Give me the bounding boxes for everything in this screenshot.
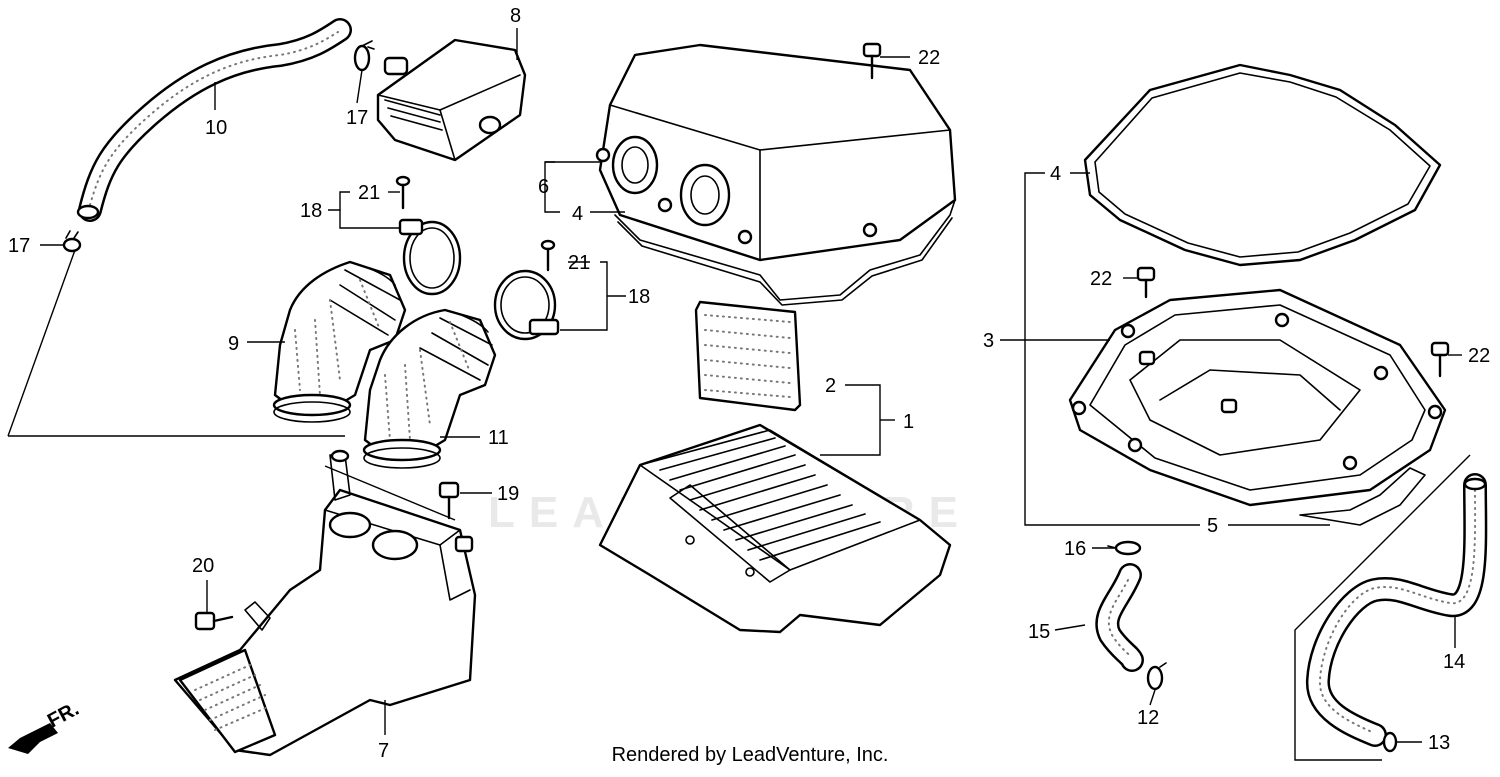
bolt-22-top <box>862 42 882 80</box>
callout-16: 16 <box>1064 538 1086 560</box>
callout-6: 6 <box>538 176 549 198</box>
gasket-5 <box>1299 467 1426 526</box>
callout-22-top: 22 <box>918 47 940 69</box>
callout-15: 15 <box>1028 621 1050 643</box>
callout-19: 19 <box>497 483 519 505</box>
clamp-band-18-left <box>398 218 462 296</box>
filter-element-2 <box>694 300 802 412</box>
resonator-box-8 <box>376 38 527 162</box>
callout-10: 10 <box>205 117 227 139</box>
callout-12: 12 <box>1137 707 1159 729</box>
callout-11: 11 <box>488 427 509 449</box>
bolt-22-mid <box>1136 266 1156 299</box>
screw-21-mid <box>540 239 556 272</box>
callout-21-mid: 21 <box>568 252 590 274</box>
callout-2: 2 <box>825 375 836 397</box>
air-duct-7 <box>173 449 477 757</box>
bolt-20 <box>194 611 234 631</box>
callout-1: 1 <box>903 411 914 433</box>
footer-credit-text: Rendered by LeadVenture, Inc. <box>611 744 889 766</box>
intake-tube-9 <box>272 260 407 423</box>
callout-4-lower: 4 <box>1050 163 1061 185</box>
callout-9: 9 <box>228 333 239 355</box>
callout-20: 20 <box>192 555 214 577</box>
callout-17-left: 17 <box>8 235 30 257</box>
callout-17-top: 17 <box>346 107 368 129</box>
callout-5: 5 <box>1207 515 1218 537</box>
callout-4-upper: 4 <box>572 203 583 225</box>
callout-13: 13 <box>1428 732 1450 754</box>
hose-clip-12 <box>1146 662 1167 691</box>
hose-clip-17-left <box>62 230 82 253</box>
hose-15 <box>1095 563 1144 672</box>
callout-7: 7 <box>378 740 389 762</box>
air-cleaner-case-3 <box>1068 288 1447 507</box>
hose-clip-17-top <box>353 40 375 72</box>
callout-18-right: 18 <box>628 286 650 308</box>
air-filter-element-1 <box>598 423 952 634</box>
hose-clip-13 <box>1382 731 1398 753</box>
air-cleaner-cover-6 <box>595 43 957 262</box>
intake-tube-11 <box>362 308 497 469</box>
callout-22-mid: 22 <box>1090 268 1112 290</box>
callout-14: 14 <box>1443 651 1465 673</box>
callout-3: 3 <box>983 330 994 352</box>
gasket-4-upper <box>614 199 956 301</box>
callout-18-left: 18 <box>300 200 322 222</box>
drain-hose-14 <box>1306 473 1488 747</box>
leader-lines <box>7 28 1471 761</box>
callout-8: 8 <box>510 5 521 27</box>
bolt-19 <box>438 481 460 520</box>
screw-21-top <box>395 175 411 210</box>
callout-labels: 1 2 3 4 4 5 6 7 8 9 10 11 12 13 14 15 16… <box>8 5 1490 762</box>
clamp-band-18-right <box>493 269 560 341</box>
breather-hose-10 <box>76 18 352 222</box>
callout-21-top: 21 <box>358 182 380 204</box>
footer-credit: Rendered by LeadVenture, Inc. <box>0 744 1500 767</box>
gasket-4-lower <box>1083 63 1442 267</box>
bolt-22-right <box>1430 341 1450 378</box>
callout-22-right: 22 <box>1468 345 1490 367</box>
